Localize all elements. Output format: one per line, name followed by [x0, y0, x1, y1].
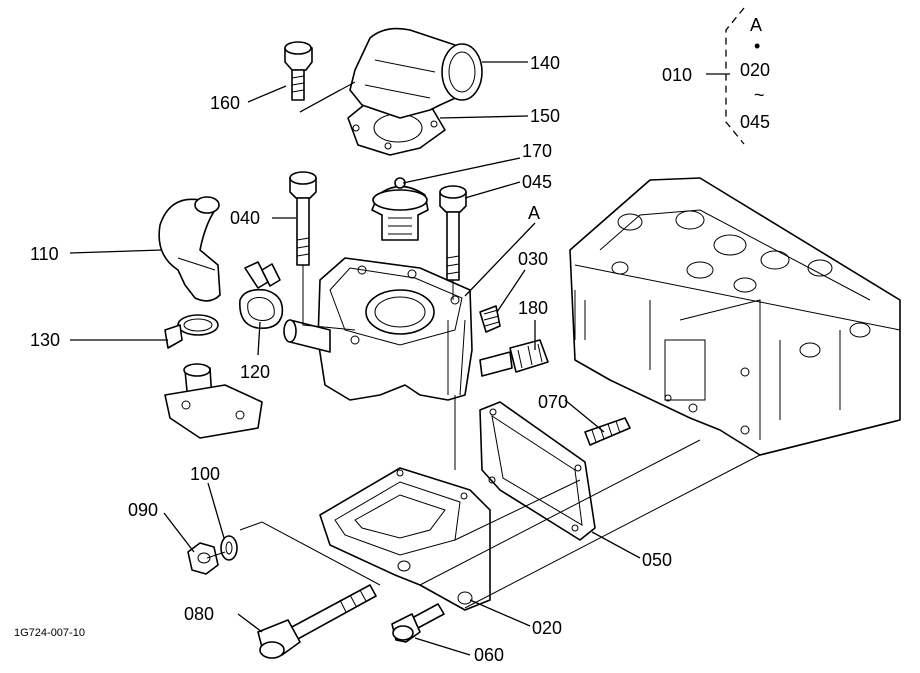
callout-180: 180: [518, 298, 548, 318]
group-id: 010: [662, 65, 692, 85]
callout-045: 045: [522, 172, 552, 192]
callout-170: 170: [522, 141, 552, 161]
group-from: 020: [740, 60, 770, 80]
bolt-060: [391, 603, 445, 643]
bolt-080: [257, 584, 377, 659]
bolt-045: [439, 185, 467, 281]
gasket-050: [479, 401, 596, 541]
bolt-040: [289, 171, 317, 266]
elbow-140: [349, 27, 483, 119]
clamp-130: [164, 314, 219, 349]
leader-lines: [69, 7, 745, 656]
nut-090: [187, 542, 219, 575]
thermostat-170: [371, 177, 429, 241]
callout-140: 140: [530, 53, 560, 73]
thermostat-housing: [283, 257, 473, 401]
callout-070: 070: [538, 392, 568, 412]
callout-a: A: [528, 203, 540, 223]
flange-020: [319, 467, 491, 611]
callout-080: 080: [184, 604, 214, 624]
assembly-lines: [206, 81, 761, 609]
stud-070: [584, 417, 631, 446]
callout-100: 100: [190, 464, 220, 484]
sensor-180: [479, 339, 549, 377]
hose-110: [158, 196, 221, 302]
callout-030: 030: [518, 249, 548, 269]
callout-040: 040: [230, 208, 260, 228]
bolt-160: [284, 41, 313, 101]
washer-100: [220, 535, 238, 561]
callout-110: 110: [30, 244, 59, 264]
drawing-code: 1G724-007-10: [14, 627, 85, 639]
callout-150: 150: [530, 106, 560, 126]
callout-050: 050: [642, 550, 672, 570]
pipe-fitting: [164, 363, 263, 439]
callout-090: 090: [128, 500, 158, 520]
group-dot: •: [754, 36, 760, 56]
callout-120: 120: [240, 362, 270, 382]
callout-130: 130: [30, 330, 60, 350]
clamp-120: [239, 261, 284, 330]
callout-020: 020: [532, 618, 562, 638]
group-to: 045: [740, 112, 770, 132]
callout-160: 160: [210, 93, 240, 113]
plug-030: [479, 305, 501, 333]
callout-labels: 140 150 160 170 045 040 A 110 030 180 13…: [30, 53, 672, 665]
callout-060: 060: [474, 645, 504, 665]
group-legend: 010 A • 020 ~ 045: [662, 15, 770, 132]
cylinder-head: [569, 177, 901, 456]
group-tilde: ~: [754, 85, 765, 105]
group-top: A: [750, 15, 762, 35]
